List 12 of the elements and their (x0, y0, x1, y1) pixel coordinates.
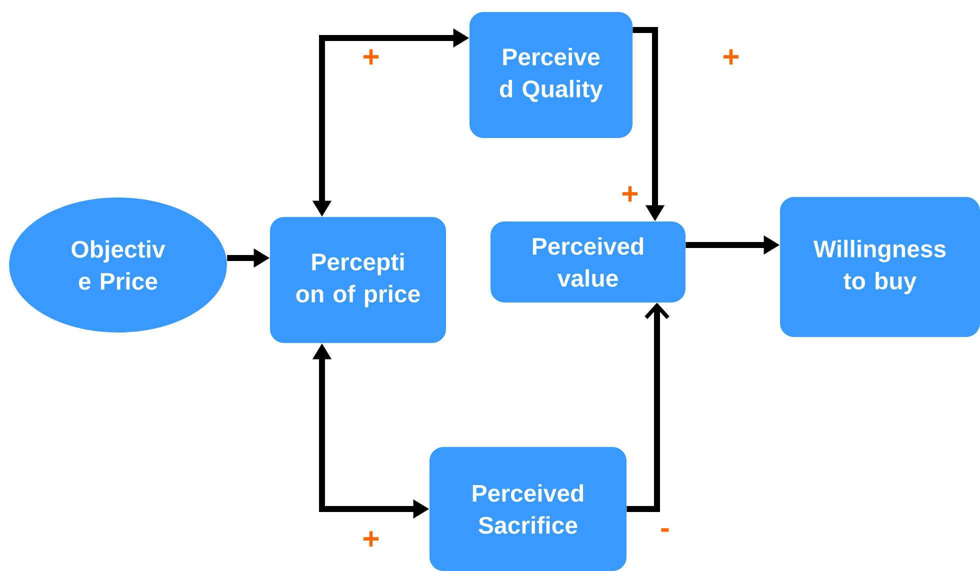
process-box: Perceive d Quality (470, 12, 632, 138)
ellipse-node: Objectiv e Price (9, 198, 227, 332)
process-box: Willingness to buy (780, 197, 980, 337)
arrow (626, 302, 670, 512)
process-box: Percepti on of price (270, 217, 446, 343)
sign-label: + (724, 49, 739, 64)
edge-label: - (661, 528, 669, 532)
edge-label: + (364, 531, 379, 546)
edge-label: + (364, 49, 379, 64)
edge-label: + (622, 186, 638, 202)
process-box: Perceived value (490, 222, 686, 302)
process-box: Perceived Sacrifice (430, 447, 626, 571)
